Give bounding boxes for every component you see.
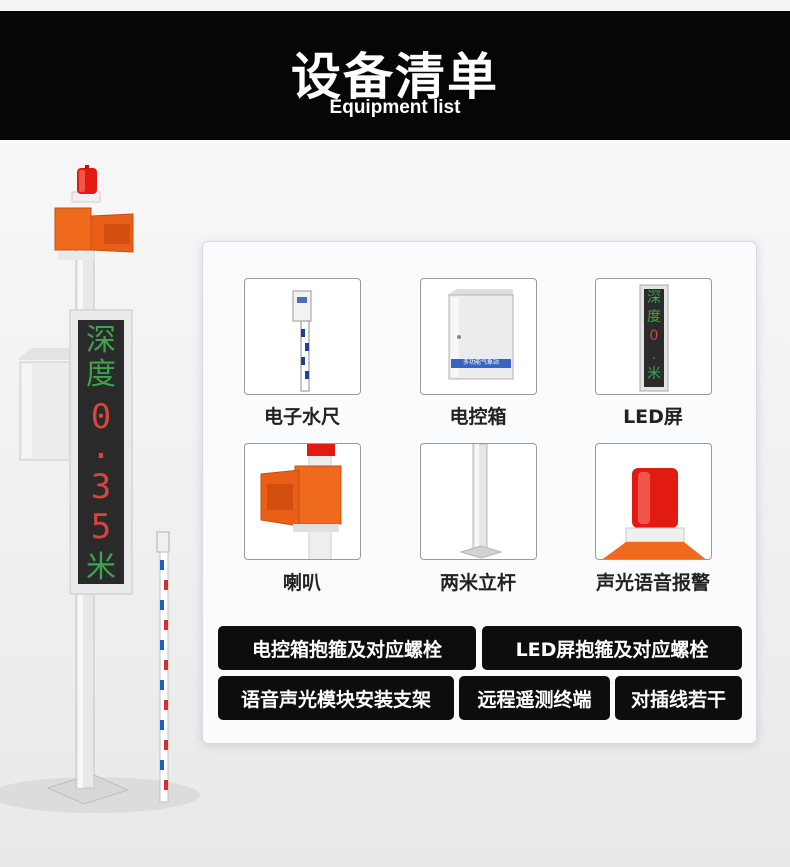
caption-electronic-water-gauge: 电子水尺 <box>263 406 340 428</box>
control-box-label: 多功能气象站 <box>462 359 499 366</box>
led-display-icon: 深 度 0 . 3 5 米 <box>69 309 133 595</box>
led-screen-text: 深 度 0 . 米 <box>644 289 664 384</box>
thumb-horn-speaker <box>244 443 361 560</box>
horn-speaker-icon <box>260 444 342 559</box>
caption-two-meter-pole: 两米立杆 <box>439 572 516 594</box>
svg-text:3: 3 <box>91 467 111 507</box>
thumb-led-screen: 深 度 0 . 米 <box>595 278 712 395</box>
svg-text:5: 5 <box>91 507 111 547</box>
accessory-connector-cables: 对插线若干 <box>615 676 742 720</box>
warning-light-icon <box>602 468 706 559</box>
horn-speaker-icon <box>54 207 134 260</box>
svg-text:度: 度 <box>86 357 116 392</box>
led-char-2: 度 <box>647 309 661 325</box>
led-char-3: 0 <box>649 328 659 344</box>
control-box-icon <box>17 348 75 461</box>
water-gauge-icon <box>156 531 170 803</box>
accessory-led-hoop: LED屏抱箍及对应螺栓 <box>482 626 742 670</box>
svg-text:.: . <box>91 427 111 467</box>
control-box-icon <box>447 289 514 380</box>
pole-icon <box>459 444 503 559</box>
thumb-two-meter-pole <box>420 443 537 560</box>
accessory-telemetry-terminal: 远程遥测终端 <box>459 676 610 720</box>
svg-text:0: 0 <box>91 397 111 437</box>
caption-led-screen: LED屏 <box>623 406 683 428</box>
alarm-light-icon <box>71 165 101 203</box>
water-gauge-icon <box>292 290 312 392</box>
page-header: 设备清单 Equipment list <box>0 11 790 140</box>
led-char-5: 米 <box>647 366 661 382</box>
thumb-electronic-water-gauge <box>244 278 361 395</box>
thumb-control-box: 多功能气象站 <box>420 278 537 395</box>
accessory-mounting-bracket: 语音声光模块安装支架 <box>218 676 454 720</box>
caption-control-box: 电控箱 <box>449 406 507 428</box>
product-illustration: 深 度 0 . 3 5 米 <box>0 165 200 813</box>
svg-text:米: 米 <box>86 550 116 585</box>
thumb-warning-light <box>595 443 712 560</box>
led-char-4: . <box>651 347 657 363</box>
led-char-1: 深 <box>647 290 661 306</box>
caption-warning-light: 声光语音报警 <box>595 572 710 594</box>
page-subtitle: Equipment list <box>329 97 461 118</box>
led-screen-icon <box>639 284 669 392</box>
accessory-control-box-hoop: 电控箱抱箍及对应螺栓 <box>218 626 476 670</box>
svg-text:深: 深 <box>86 323 116 358</box>
page-title: 设备清单 <box>291 48 499 106</box>
caption-horn-speaker: 喇叭 <box>282 572 321 594</box>
